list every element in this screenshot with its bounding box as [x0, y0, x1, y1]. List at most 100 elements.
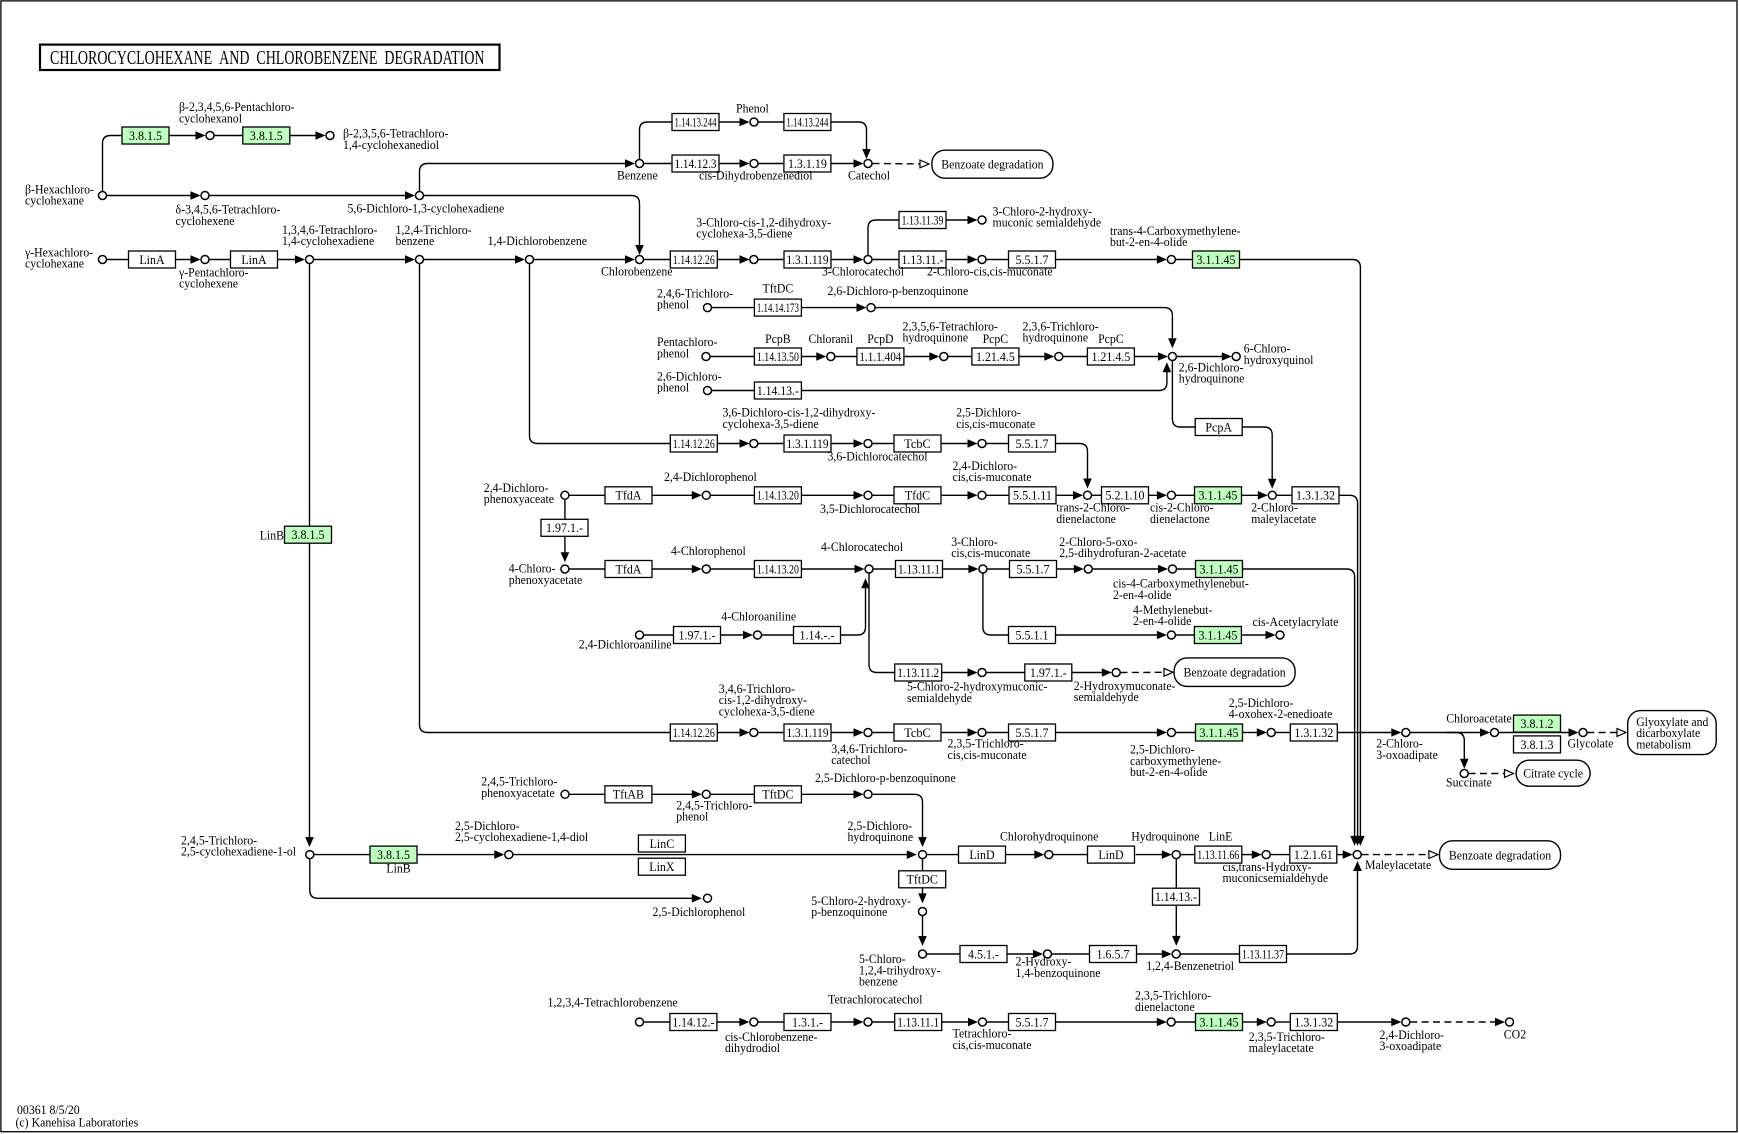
svg-text:3.8.1.5: 3.8.1.5	[250, 128, 283, 143]
svg-text:1,2,3,4-Tetrachlorobenzene: 1,2,3,4-Tetrachlorobenzene	[548, 996, 679, 1010]
svg-text:LinA: LinA	[139, 252, 165, 267]
svg-text:Chloranil: Chloranil	[809, 332, 854, 346]
svg-text:2,4,5-Trichloro-: 2,4,5-Trichloro-	[676, 798, 752, 812]
svg-text:semialdehyde: semialdehyde	[907, 691, 972, 705]
svg-text:benzene: benzene	[859, 975, 898, 989]
svg-text:1.14.13.-: 1.14.13.-	[1155, 889, 1197, 904]
svg-text:dienelactone: dienelactone	[1056, 512, 1116, 526]
svg-text:cis-Dihydrobenzenediol: cis-Dihydrobenzenediol	[699, 168, 813, 182]
svg-text:cis-Acetylacrylate: cis-Acetylacrylate	[1253, 615, 1339, 629]
svg-text:1.3.1.19: 1.3.1.19	[788, 156, 827, 171]
svg-text:2,4-Dichloro-: 2,4-Dichloro-	[953, 459, 1018, 473]
svg-text:benzene: benzene	[396, 234, 435, 248]
svg-text:1.14.13.20: 1.14.13.20	[757, 488, 799, 503]
svg-text:Catechol: Catechol	[848, 168, 890, 182]
svg-text:3-Chloro-: 3-Chloro-	[951, 535, 998, 549]
svg-text:trans-4-Carboxymethylene-: trans-4-Carboxymethylene-	[1110, 224, 1241, 238]
svg-text:1.14.-.-: 1.14.-.-	[800, 627, 835, 642]
svg-text:3.1.1.45: 3.1.1.45	[1200, 561, 1239, 576]
svg-text:phenol: phenol	[657, 346, 690, 360]
svg-text:Hydroquinone: Hydroquinone	[1131, 830, 1200, 844]
svg-text:phenol: phenol	[657, 298, 690, 312]
svg-text:LinD: LinD	[969, 847, 994, 862]
svg-text:1.3.1.119: 1.3.1.119	[787, 436, 829, 451]
svg-text:3.1.1.45: 3.1.1.45	[1200, 1014, 1239, 1029]
svg-text:3.1.1.45: 3.1.1.45	[1199, 488, 1238, 503]
svg-text:4.5.1.-: 4.5.1.-	[968, 946, 999, 961]
svg-text:1.14.13.-: 1.14.13.-	[757, 383, 799, 398]
svg-text:cyclohexane: cyclohexane	[25, 257, 84, 271]
svg-text:phenoxyacetate: phenoxyacetate	[509, 573, 583, 587]
svg-text:3.8.1.5: 3.8.1.5	[292, 527, 325, 542]
svg-text:3,4,6-Trichloro-: 3,4,6-Trichloro-	[719, 682, 795, 696]
svg-text:PcpC: PcpC	[1098, 332, 1124, 346]
svg-text:1.3.1.32: 1.3.1.32	[1296, 488, 1335, 503]
svg-text:1,3,4,6-Tetrachloro-: 1,3,4,6-Tetrachloro-	[282, 223, 377, 237]
svg-text:1.97.1.-: 1.97.1.-	[679, 627, 716, 642]
svg-text:3.8.1.3: 3.8.1.3	[1521, 737, 1554, 752]
svg-text:Tetrachloro-: Tetrachloro-	[953, 1027, 1012, 1041]
svg-text:5.2.1.10: 5.2.1.10	[1106, 488, 1145, 503]
svg-text:dihydrodiol: dihydrodiol	[725, 1041, 781, 1055]
svg-text:hydroquinone: hydroquinone	[1179, 372, 1245, 386]
svg-text:Tetrachlorocatechol: Tetrachlorocatechol	[828, 992, 923, 1006]
svg-text:1.6.5.7: 1.6.5.7	[1097, 946, 1130, 961]
svg-text:5.5.1.7: 5.5.1.7	[1017, 561, 1050, 576]
svg-text:1.3.1.32: 1.3.1.32	[1294, 725, 1333, 740]
svg-text:TftDC: TftDC	[907, 872, 938, 887]
svg-text:LinE: LinE	[1209, 830, 1233, 844]
svg-text:1.14.12.-: 1.14.12.-	[672, 1014, 714, 1029]
svg-text:PcpC: PcpC	[983, 332, 1009, 346]
svg-text:cis,cis-muconate: cis,cis-muconate	[948, 748, 1027, 762]
svg-text:1,4-cyclohexadiene: 1,4-cyclohexadiene	[282, 234, 375, 248]
svg-text:1.13.11.1: 1.13.11.1	[897, 1014, 939, 1029]
svg-text:Chloroacetate: Chloroacetate	[1446, 712, 1512, 726]
svg-text:2,5-Dichloro-: 2,5-Dichloro-	[455, 819, 520, 833]
svg-text:3,5-Dichlorocatechol: 3,5-Dichlorocatechol	[820, 502, 920, 516]
svg-text:2,5-Dichloro-: 2,5-Dichloro-	[1229, 696, 1294, 710]
svg-text:1.14.12.26: 1.14.12.26	[673, 725, 715, 740]
svg-text:1.1.1.404: 1.1.1.404	[859, 349, 901, 364]
svg-text:1.13.11.2: 1.13.11.2	[897, 665, 939, 680]
svg-text:2,4-Dichloro-: 2,4-Dichloro-	[484, 481, 549, 495]
svg-text:hydroxyquinol: hydroxyquinol	[1244, 353, 1314, 367]
svg-text:muconicsemialdehyde: muconicsemialdehyde	[1223, 871, 1329, 885]
svg-text:Chlorohydroquinone: Chlorohydroquinone	[1000, 830, 1099, 844]
svg-text:cis-2-Chloro-: cis-2-Chloro-	[1150, 501, 1214, 515]
svg-text:TftDC: TftDC	[762, 787, 793, 802]
svg-text:2-Hydroxymuconate-: 2-Hydroxymuconate-	[1074, 679, 1176, 693]
svg-text:TfdA: TfdA	[616, 488, 642, 503]
svg-text:2-Chloro-5-oxo-: 2-Chloro-5-oxo-	[1059, 535, 1137, 549]
svg-text:PcpD: PcpD	[867, 332, 893, 346]
svg-text:1.14.13.244: 1.14.13.244	[675, 114, 717, 129]
svg-text:1,4-cyclohexanediol: 1,4-cyclohexanediol	[343, 138, 440, 152]
svg-text:LinC: LinC	[650, 836, 675, 851]
svg-text:2,6-Dichloro-: 2,6-Dichloro-	[1179, 360, 1244, 374]
svg-text:3-oxoadipate: 3-oxoadipate	[1376, 748, 1438, 762]
svg-text:4-Chlorophenol: 4-Chlorophenol	[671, 544, 746, 558]
svg-text:1.2.1.61: 1.2.1.61	[1294, 847, 1333, 862]
svg-text:δ-3,4,5,6-Tetrachloro-: δ-3,4,5,6-Tetrachloro-	[176, 203, 281, 217]
svg-text:5.5.1.7: 5.5.1.7	[1016, 252, 1049, 267]
svg-text:cyclohexene: cyclohexene	[179, 277, 238, 291]
svg-text:2-en-4-olide: 2-en-4-olide	[1113, 588, 1172, 602]
svg-text:2,5-Dichlorophenol: 2,5-Dichlorophenol	[653, 905, 746, 919]
svg-text:Benzoate degradation: Benzoate degradation	[941, 157, 1044, 172]
svg-text:β-2,3,4,5,6-Pentachloro-: β-2,3,4,5,6-Pentachloro-	[179, 100, 295, 114]
svg-text:metabolism: metabolism	[1636, 736, 1691, 751]
svg-text:4-Chlorocatechol: 4-Chlorocatechol	[821, 540, 903, 554]
svg-text:2,3,5-Trichloro-: 2,3,5-Trichloro-	[1135, 989, 1211, 1003]
svg-text:(c) Kanehisa Laboratories: (c) Kanehisa Laboratories	[16, 1116, 139, 1130]
svg-text:2,5-Dichloro-p-benzoquinone: 2,5-Dichloro-p-benzoquinone	[815, 771, 956, 785]
svg-text:1.97.1.-: 1.97.1.-	[546, 520, 583, 535]
svg-text:dienelactone: dienelactone	[1150, 512, 1210, 526]
svg-text:00361 8/5/20: 00361 8/5/20	[17, 1103, 80, 1117]
svg-text:2-Hydroxy-: 2-Hydroxy-	[1016, 955, 1072, 969]
svg-text:1.13.11.37: 1.13.11.37	[1242, 946, 1284, 961]
svg-text:5,6-Dichloro-1,3-cyclohexadien: 5,6-Dichloro-1,3-cyclohexadiene	[348, 201, 505, 215]
svg-text:cyclohexane: cyclohexane	[25, 194, 84, 208]
svg-text:cis,cis-muconate: cis,cis-muconate	[951, 546, 1030, 560]
svg-text:5-Chloro-2-hydroxymuconic-: 5-Chloro-2-hydroxymuconic-	[907, 680, 1047, 694]
svg-text:2,6-Dichloro-: 2,6-Dichloro-	[657, 369, 722, 383]
svg-text:maleylacetate: maleylacetate	[1251, 512, 1316, 526]
